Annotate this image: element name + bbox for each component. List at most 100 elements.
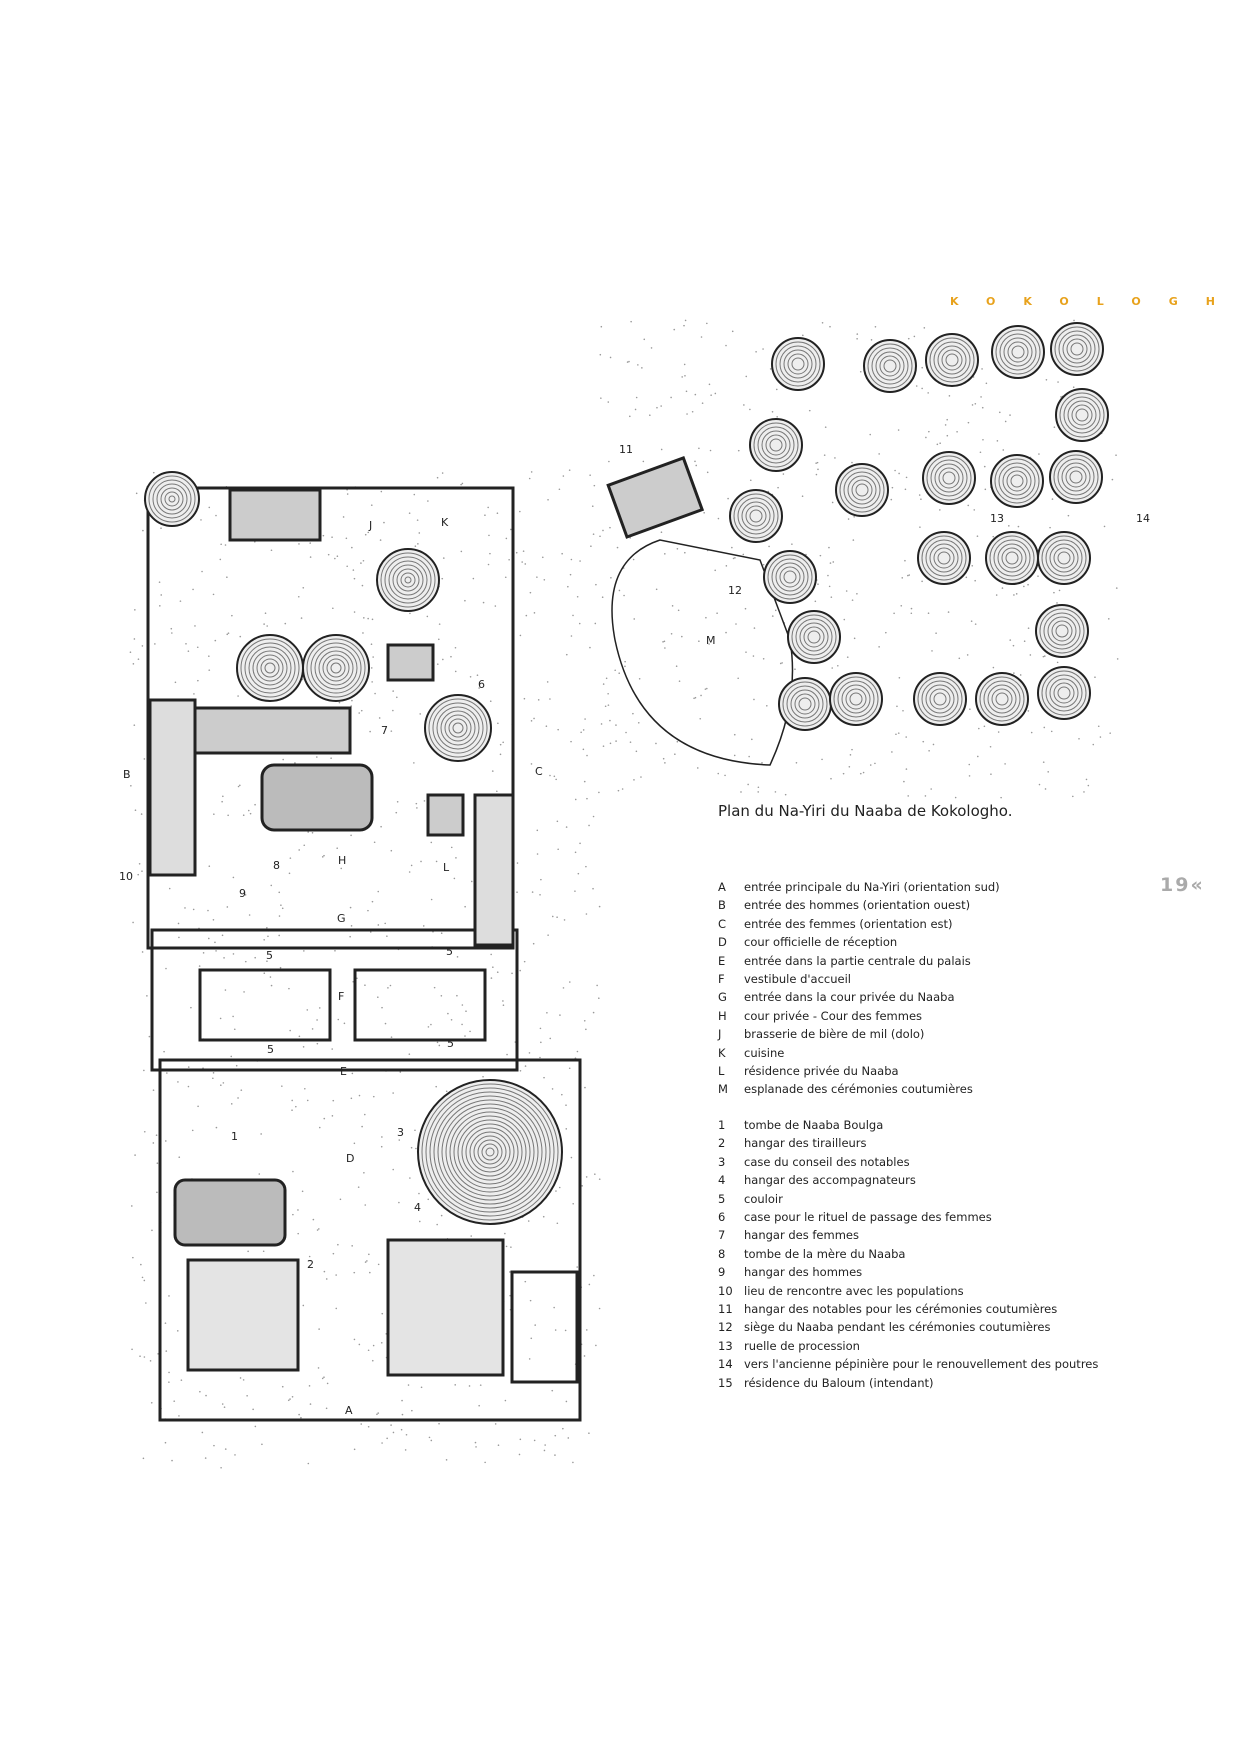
legend-text: cour privée - Cour des femmes <box>744 1008 923 1023</box>
legend-text: case du conseil des notables <box>744 1154 910 1169</box>
legend-text: vestibule d'accueil <box>744 972 851 987</box>
legend-key: 5 <box>718 1191 726 1206</box>
hut-icon <box>985 531 1039 585</box>
legend-text: ruelle de procession <box>744 1338 860 1353</box>
legend-text: entrée principale du Na-Yiri (orientatio… <box>744 880 1000 894</box>
legend-numbers: 1 tombe de Naaba Boulga 2 hangar des tirail… <box>718 1116 1098 1392</box>
legend-key: M <box>718 1082 728 1097</box>
legend-text: brasserie de bière de mil (dolo) <box>744 1027 925 1042</box>
hut-icon <box>991 325 1045 379</box>
legend-key: 9 <box>718 1265 726 1280</box>
plan-label: 14 <box>1136 512 1150 525</box>
plan-label: H <box>338 854 346 867</box>
legend-key: 15 <box>718 1375 733 1390</box>
hut-icon <box>1055 388 1109 442</box>
plan-label: B <box>123 768 131 781</box>
plan-label: 3 <box>397 1126 404 1139</box>
round-huts <box>144 322 1109 1225</box>
plan-label: 11 <box>619 443 633 456</box>
legend-text: cuisine <box>744 1045 785 1060</box>
plan-label: 9 <box>239 887 246 900</box>
hut-icon <box>749 418 803 472</box>
legend-item: 9 hangar des hommes <box>718 1263 1098 1281</box>
legend-key: H <box>718 1008 727 1023</box>
plan-label: M <box>706 634 716 647</box>
legend-text: lieu de rencontre avec les populations <box>744 1283 964 1298</box>
plan-label: D <box>346 1152 354 1165</box>
hut-icon <box>302 634 370 702</box>
legend-key: 8 <box>718 1246 726 1261</box>
page-number: 19« <box>1160 874 1205 896</box>
legend-text: entrée des hommes (orientation ouest) <box>744 898 971 913</box>
legend-item: 15 résidence du Baloum (intendant) <box>718 1374 1098 1392</box>
hut-icon <box>913 672 967 726</box>
hut-icon <box>424 694 492 762</box>
plan-label: 8 <box>273 859 280 872</box>
legend-text: hangar des hommes <box>744 1265 863 1280</box>
hut-icon <box>925 333 979 387</box>
plan-label: 13 <box>990 512 1004 525</box>
legend-text: vers l'ancienne pépinière pour le renouv… <box>744 1357 1099 1372</box>
legend-text: case pour le rituel de passage des femme… <box>744 1210 992 1225</box>
hut-icon <box>1037 666 1091 720</box>
plan-label: 2 <box>307 1258 314 1271</box>
legend-key: D <box>718 935 727 950</box>
hut-icon <box>787 610 841 664</box>
legend-key: B <box>718 898 726 913</box>
plan-label: 12 <box>728 584 742 597</box>
legend-key: 14 <box>718 1357 733 1372</box>
legend-key: A <box>718 880 726 894</box>
plan-label: F <box>338 990 344 1003</box>
plan-label: 6 <box>478 678 485 691</box>
hut-icon <box>417 1079 563 1225</box>
legend-text: tombe de la mère du Naaba <box>744 1246 906 1261</box>
legend-item: 13 ruelle de procession <box>718 1337 1098 1355</box>
legend-text: hangar des tirailleurs <box>744 1136 867 1151</box>
legend-key: 7 <box>718 1228 726 1243</box>
legend-text: esplanade des cérémonies coutumières <box>744 1082 973 1097</box>
legend-key: K <box>718 1045 726 1060</box>
legend-item: 14 vers l'ancienne pépinière pour le reno… <box>718 1355 1098 1373</box>
hut-icon <box>975 672 1029 726</box>
plan-title: Plan du Na-Yiri du Naaba de Kokologho. <box>718 802 1013 820</box>
legend-key: L <box>718 1064 725 1079</box>
hut-icon <box>376 548 440 612</box>
legend-key: 3 <box>718 1154 726 1169</box>
plan-label: E <box>340 1065 347 1078</box>
plan-label: 5 <box>446 945 453 958</box>
legend-key: 2 <box>718 1136 726 1151</box>
hut-icon <box>729 489 783 543</box>
plan-label: A <box>345 1404 353 1417</box>
hut-icon <box>144 471 200 527</box>
legend-text: entrée des femmes (orientation est) <box>744 916 953 931</box>
legend-key: 4 <box>718 1173 726 1188</box>
hut-icon <box>829 672 883 726</box>
hut-icon <box>835 463 889 517</box>
legend-text: tombe de Naaba Boulga <box>744 1118 884 1132</box>
legend-key: 13 <box>718 1338 733 1353</box>
hut-icon <box>922 451 976 505</box>
legend-key: J <box>718 1027 722 1042</box>
legend-text: entrée dans la partie centrale du palais <box>744 953 971 968</box>
legend-item: 1 tombe de Naaba Boulga <box>718 1116 1098 1134</box>
plan-label: L <box>443 861 450 874</box>
hut-icon <box>1050 322 1104 376</box>
legend-text: entrée dans la cour privée du Naaba <box>744 990 955 1005</box>
legend-key: 1 <box>718 1118 726 1132</box>
hut-icon <box>1049 450 1103 504</box>
legend-text: résidence du Baloum (intendant) <box>744 1375 934 1390</box>
legend-text: couloir <box>744 1191 783 1206</box>
legend-key: C <box>718 916 727 931</box>
